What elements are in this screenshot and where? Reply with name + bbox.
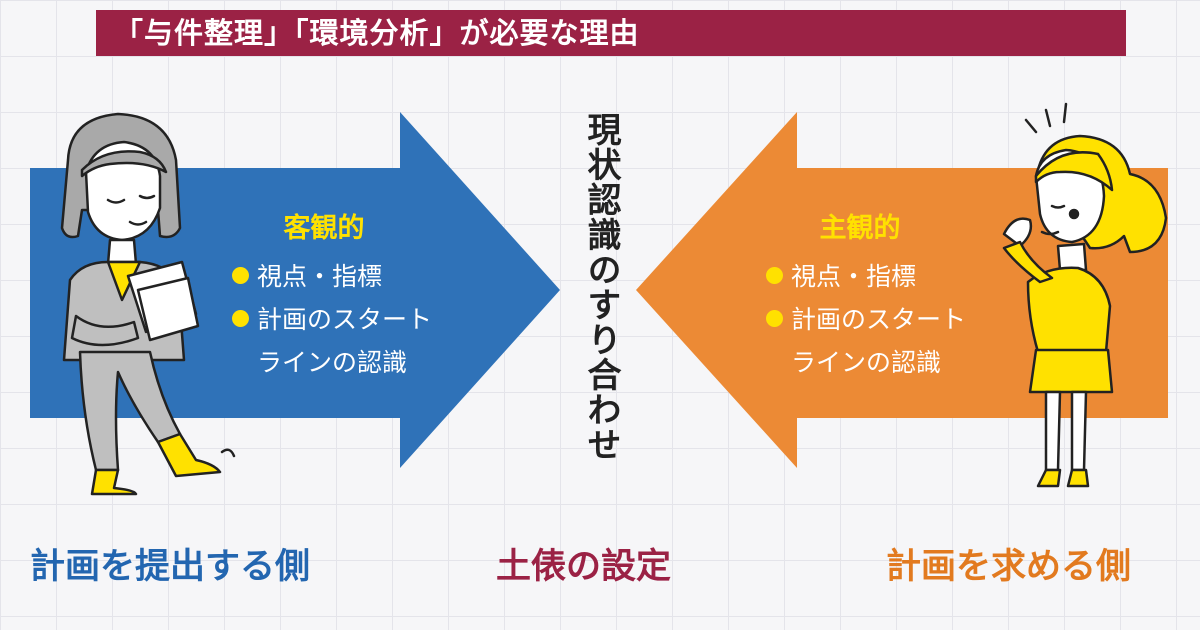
right-bullet-row: 計画のスタート [766,298,966,341]
left-box-bullets: 視点・指標 計画のスタート ラインの認識 [232,255,432,384]
bottom-label-right: 計画を求める側 [886,547,1132,587]
right-box-bullets: 視点・指標 計画のスタート ラインの認識 [766,255,966,384]
left-bullet-text: 視点・指標 [257,262,383,291]
left-bullet-text: 計画のスタート [257,305,433,334]
left-bullet-continuation: ラインの認識 [257,348,408,377]
right-bullet-text: 計画のスタート [791,305,967,334]
bottom-label-center: 土俵の設定 [496,547,672,587]
left-box-title: 客観的 [283,213,365,244]
thinking-woman-illustration [1002,102,1168,488]
center-vertical-text: 現状認識のすり合わせ [581,112,621,462]
header-title: 「与件整理」「環境分析」が必要な理由 [114,16,640,50]
bullet-dot-icon [232,267,249,284]
right-box-title: 主観的 [819,213,901,244]
right-bullet-row: 視点・指標 [766,255,966,298]
bottom-label-left: 計画を提出する側 [30,547,311,587]
woman-reading-documents-illustration [60,112,236,496]
bullet-dot-icon [232,310,249,327]
left-bullet-row: 計画のスタート [232,298,432,341]
left-bullet-row: 視点・指標 [232,255,432,298]
bullet-dot-icon [766,267,783,284]
header-banner: 「与件整理」「環境分析」が必要な理由 [96,10,1126,56]
bullet-dot-icon [766,310,783,327]
right-bullet-text: 視点・指標 [791,262,917,291]
right-bullet-continuation: ラインの認識 [791,348,942,377]
